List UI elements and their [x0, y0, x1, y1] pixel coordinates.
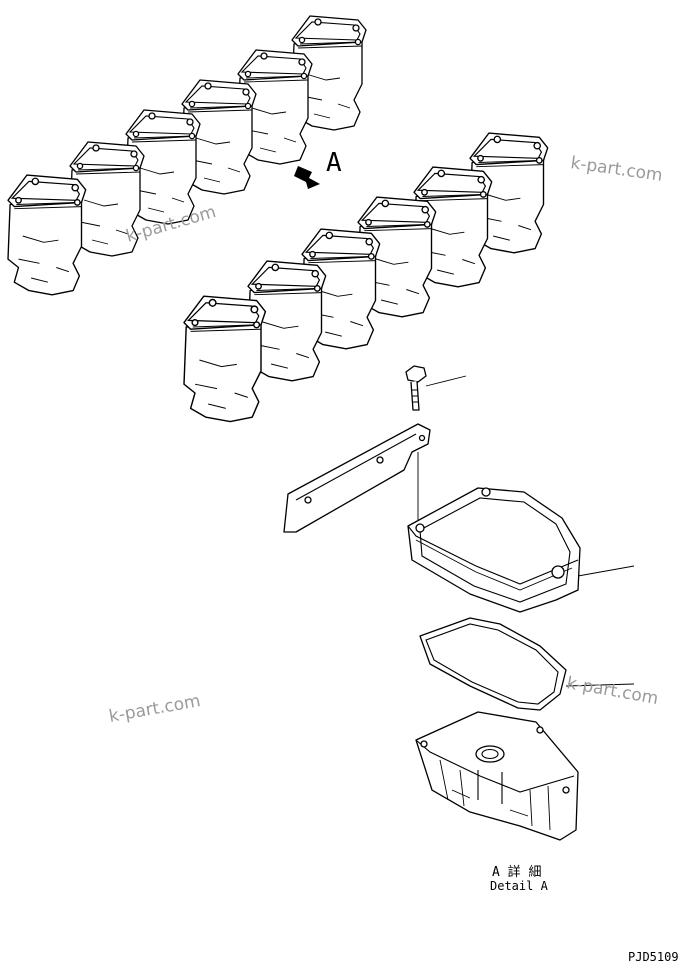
- bolt-icon: [405, 365, 467, 411]
- head-cover-icon: [407, 487, 635, 613]
- detail-label-en: Detail A: [490, 879, 549, 893]
- detail-label-jp: A 詳 細: [492, 864, 541, 880]
- drawing-code: PJD5109: [628, 950, 679, 964]
- cylinder-head-icon: [415, 711, 579, 841]
- gasket-icon: [419, 617, 635, 711]
- view-arrow: [294, 166, 320, 189]
- watermark: k-part.com: [569, 153, 663, 186]
- view-label: A: [326, 148, 342, 178]
- watermark: k-part.com: [107, 691, 202, 727]
- watermark: k-part.com: [565, 673, 660, 709]
- bracket-icon: [283, 423, 431, 533]
